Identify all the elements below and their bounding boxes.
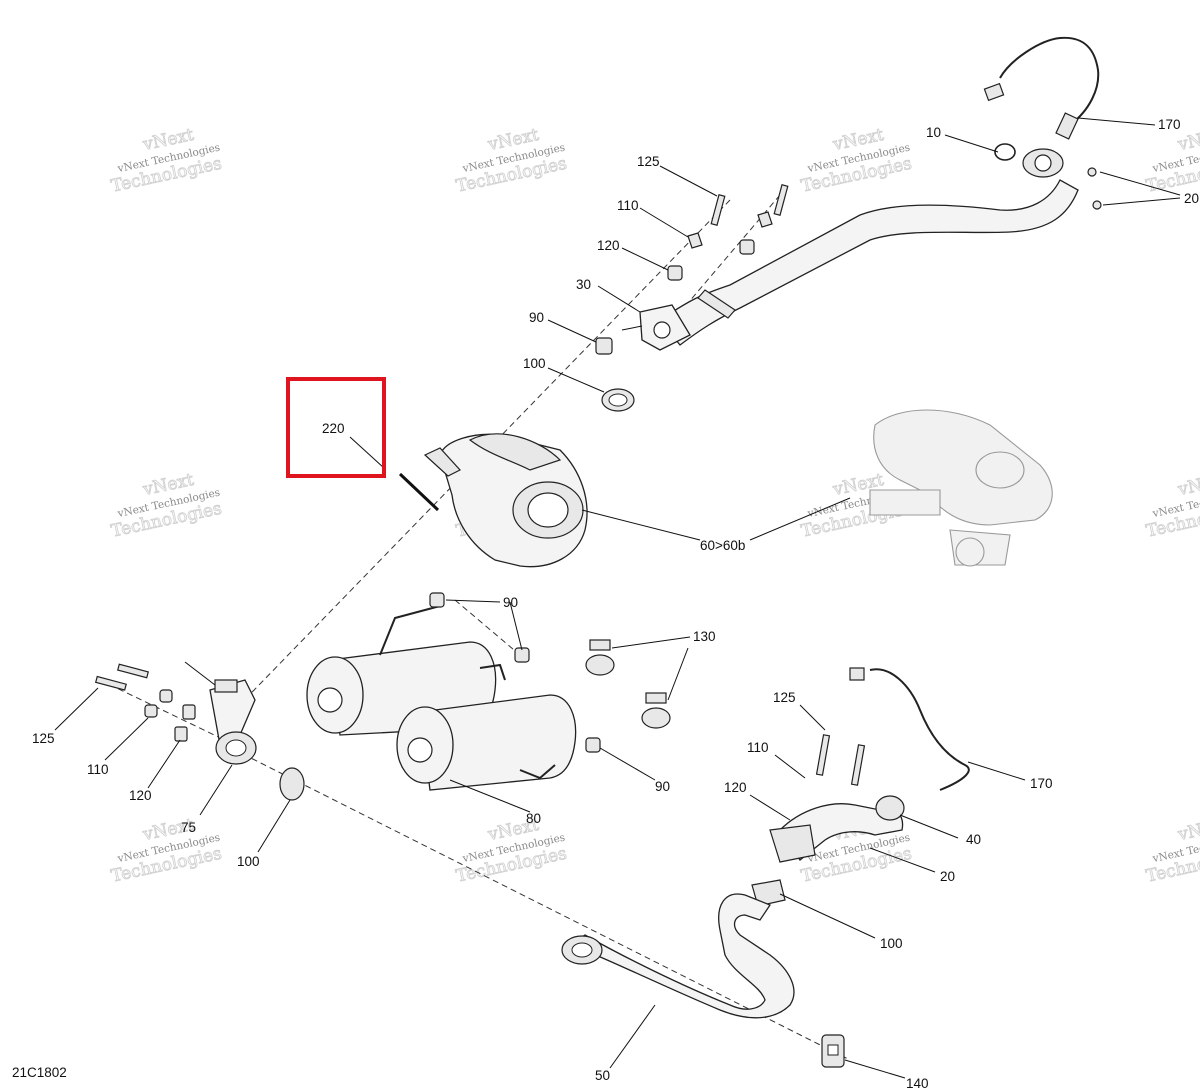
callout-label: 10 bbox=[926, 125, 941, 140]
clamp-130 bbox=[585, 639, 615, 676]
catalytic-converter bbox=[423, 433, 588, 568]
callout-label: 170 bbox=[1030, 776, 1053, 791]
callout-label: 125 bbox=[773, 690, 796, 705]
watermark: vNext vNext Technologies Technologies bbox=[454, 814, 569, 887]
callout-label: 20 bbox=[1184, 191, 1199, 206]
callout-label: 40 bbox=[966, 832, 981, 847]
upper-header-pipe bbox=[621, 148, 1079, 351]
callout-label: 140 bbox=[906, 1076, 929, 1091]
left-fasteners bbox=[94, 663, 196, 742]
clamp-130 bbox=[641, 692, 671, 729]
callout-label: 20 bbox=[940, 869, 955, 884]
assembly-axes bbox=[99, 194, 851, 1061]
gasket-100 bbox=[279, 767, 305, 801]
rubber-mount-90 bbox=[585, 737, 601, 753]
watermark: vNext vNext Technologies Technologies bbox=[1144, 469, 1200, 542]
callout-label: 90 bbox=[503, 595, 518, 610]
leader-lines bbox=[54, 117, 1181, 1079]
callout-label: 110 bbox=[617, 198, 639, 213]
oxygen-sensor-lower-plug bbox=[849, 667, 865, 681]
gasket-10 bbox=[994, 143, 1016, 161]
callout-label: 75 bbox=[181, 820, 196, 835]
callout-label: 130 bbox=[693, 629, 716, 644]
callout-label: 50 bbox=[595, 1068, 610, 1083]
rubber-mount-90 bbox=[429, 592, 445, 608]
catalytic-converter-variant bbox=[869, 409, 1053, 567]
callout-label: 125 bbox=[32, 731, 55, 746]
callout-label: 90 bbox=[655, 779, 670, 794]
tailpipe-50 bbox=[561, 893, 795, 1019]
callout-label: 100 bbox=[880, 936, 903, 951]
callout-label: 125 bbox=[637, 154, 660, 169]
callout-label: 80 bbox=[526, 811, 541, 826]
nut-20-upper bbox=[1087, 167, 1097, 177]
callout-labels: 170 10 20 125 110 120 30 90 100 220 60>6… bbox=[32, 117, 1199, 1091]
muffler-upper bbox=[306, 605, 506, 736]
upper-fasteners bbox=[595, 183, 789, 412]
muffler-lower bbox=[396, 694, 577, 791]
svg-text:vNext: vNext bbox=[1175, 815, 1200, 845]
callout-label: 60>60b bbox=[700, 538, 745, 553]
nut-20-upper bbox=[1092, 200, 1102, 210]
watermark: vNext vNext Technologies Technologies bbox=[799, 124, 914, 197]
watermark: vNext vNext Technologies Technologies bbox=[454, 124, 569, 197]
callout-label: 110 bbox=[747, 740, 769, 755]
watermark: vNext vNext Technologies Technologies bbox=[1144, 814, 1200, 887]
svg-text:vNext: vNext bbox=[1175, 470, 1200, 500]
callout-label: 220 bbox=[322, 421, 345, 436]
lower-header-pipe bbox=[769, 734, 905, 863]
watermark: vNext vNext Technologies Technologies bbox=[109, 469, 224, 542]
diagram-code: 21C1802 bbox=[12, 1065, 67, 1080]
rubber-mount-90 bbox=[514, 647, 530, 663]
elbow-flange-75 bbox=[209, 679, 257, 765]
highlight-box bbox=[286, 377, 386, 478]
callout-label: 170 bbox=[1158, 117, 1181, 132]
oxygen-sensor-lower bbox=[869, 668, 970, 791]
callout-label: 120 bbox=[129, 788, 152, 803]
callout-label: 100 bbox=[523, 356, 546, 371]
callout-label: 110 bbox=[87, 762, 109, 777]
callout-label: 100 bbox=[237, 854, 260, 869]
callout-label: 120 bbox=[597, 238, 620, 253]
rubber-hanger-140 bbox=[821, 1034, 845, 1068]
watermark: vNext vNext Technologies Technologies bbox=[109, 124, 224, 197]
callout-label: 90 bbox=[529, 310, 544, 325]
callout-label: 30 bbox=[576, 277, 591, 292]
gasket-220 bbox=[398, 472, 440, 512]
callout-label: 120 bbox=[724, 780, 747, 795]
oxygen-sensor-upper bbox=[983, 36, 1100, 140]
watermark: vNext vNext Technologies Technologies bbox=[109, 814, 224, 887]
